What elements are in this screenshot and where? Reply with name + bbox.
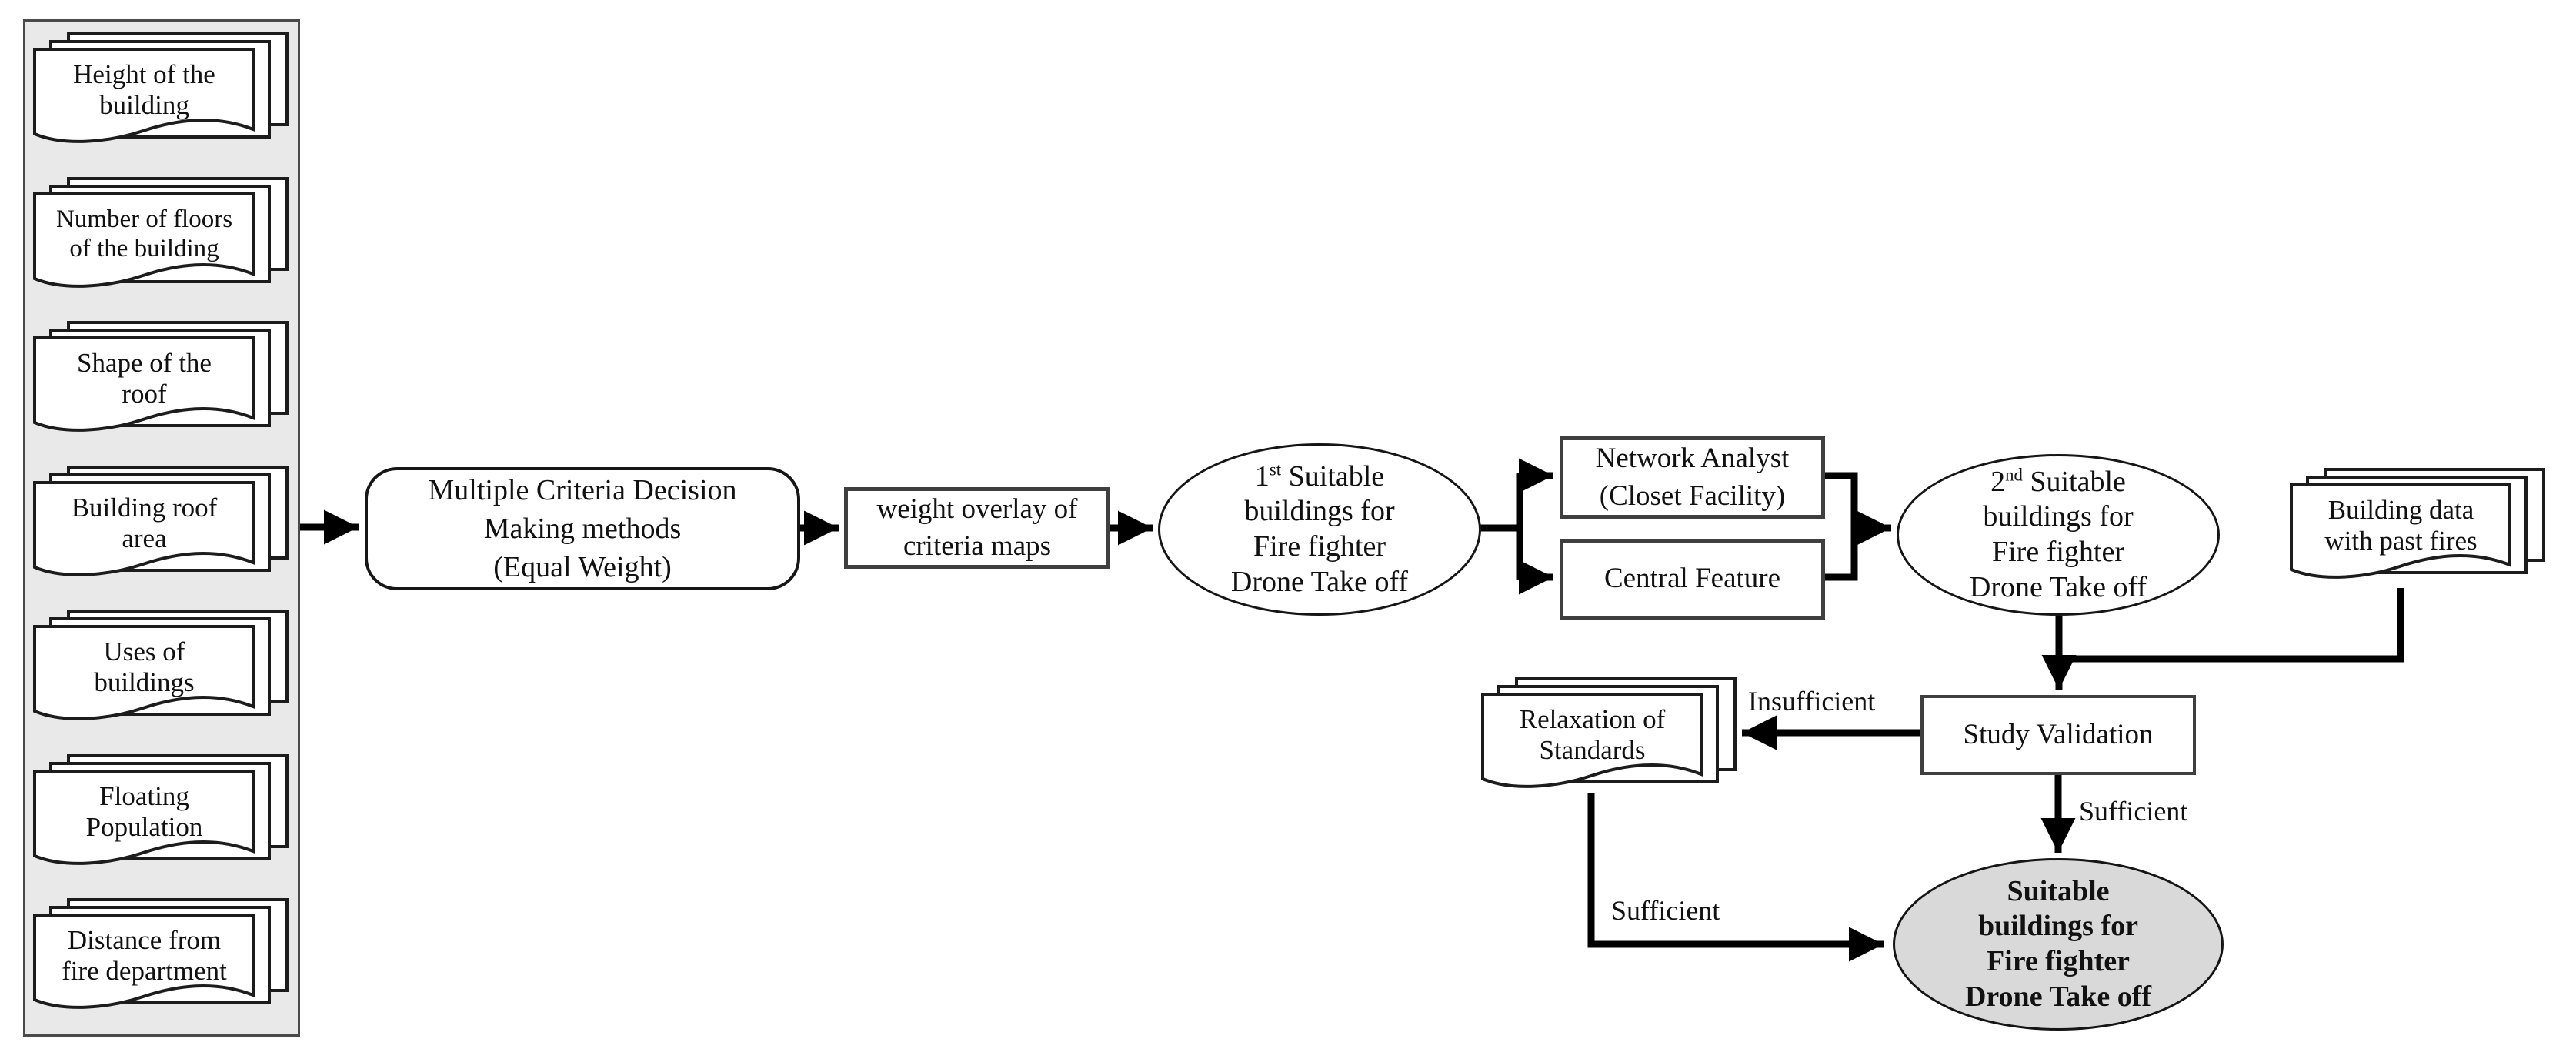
node-study-validation: Study Validation [1920, 695, 2196, 775]
doc-relaxation-of-standards: Relaxation of Standards [1481, 677, 1737, 794]
node-network-analyst: Network Analyst (Closet Facility) [1560, 436, 1825, 519]
page-front [2290, 483, 2511, 579]
node-second-suitable-label: 2nd Suitable buildings for Fire fighter … [1969, 465, 2147, 603]
ordinal-suffix: nd [2005, 465, 2023, 485]
doc-label: Building data with past fires [2324, 494, 2478, 556]
doc-label: Floating Population [85, 780, 203, 842]
node-second-suitable: 2nd Suitable buildings for Fire fighter … [1897, 454, 2220, 616]
node-mcdm: Multiple Criteria Decision Making method… [365, 467, 800, 590]
doc-shape-of-roof: Shape of the roof [33, 321, 289, 438]
document-pages [1481, 677, 1737, 788]
edge-label-sufficient-bottom: Sufficient [1611, 895, 1720, 926]
doc-floating-population: Floating Population [33, 754, 289, 871]
edge-label-insufficient: Insufficient [1748, 686, 1876, 717]
page-front [1481, 693, 1703, 788]
doc-uses-of-buildings: Uses of buildings [33, 610, 289, 727]
doc-height-of-building: Height of the building [33, 32, 289, 149]
elbow-building-data [2056, 588, 2404, 663]
node-final-suitable-label: Suitable buildings for Fire fighter Dron… [1964, 874, 2152, 1013]
page-front [33, 336, 255, 432]
doc-building-roof-area: Building roof area [33, 466, 289, 583]
doc-label: Building roof area [71, 492, 218, 553]
doc-distance-from-fire-department: Distance from fire department [33, 898, 289, 1015]
doc-label: Shape of the roof [77, 347, 212, 409]
arrow-relaxation-to-final [1587, 793, 1884, 962]
doc-label: Height of the building [73, 58, 215, 120]
node-central-feature: Central Feature [1560, 539, 1825, 620]
document-pages [33, 898, 289, 1009]
document-pages [33, 32, 289, 143]
split-bracket-left [1477, 473, 1523, 580]
page-front [33, 914, 255, 1009]
edge-label-sufficient-right: Sufficient [2079, 796, 2188, 827]
document-pages [2290, 468, 2545, 579]
node-weight-overlay: weight overlay of criteria maps [844, 487, 1110, 569]
page-front [33, 770, 255, 865]
ordinal-suffix: st [1269, 459, 1282, 479]
document-pages [33, 466, 289, 576]
page-front [33, 192, 255, 288]
document-pages [33, 610, 289, 720]
document-pages [33, 754, 289, 865]
node-first-suitable-label: 1st Suitable buildings for Fire fighter … [1230, 459, 1409, 598]
doc-building-data-past-fires: Building data with past fires [2290, 468, 2545, 585]
doc-label: Uses of buildings [94, 636, 195, 697]
document-pages [33, 177, 289, 288]
document-pages [33, 321, 289, 432]
node-final-suitable: Suitable buildings for Fire fighter Dron… [1893, 858, 2224, 1031]
merge-bracket-right [1825, 472, 1858, 581]
doc-label: Number of floors of the building [55, 205, 233, 262]
node-first-suitable: 1st Suitable buildings for Fire fighter … [1158, 443, 1481, 616]
doc-number-of-floors: Number of floors of the building [33, 177, 289, 294]
page-front [33, 625, 255, 720]
page-front [33, 481, 255, 576]
doc-label: Distance from fire department [62, 924, 227, 986]
page-front [33, 48, 255, 143]
doc-label: Relaxation of Standards [1519, 703, 1666, 765]
